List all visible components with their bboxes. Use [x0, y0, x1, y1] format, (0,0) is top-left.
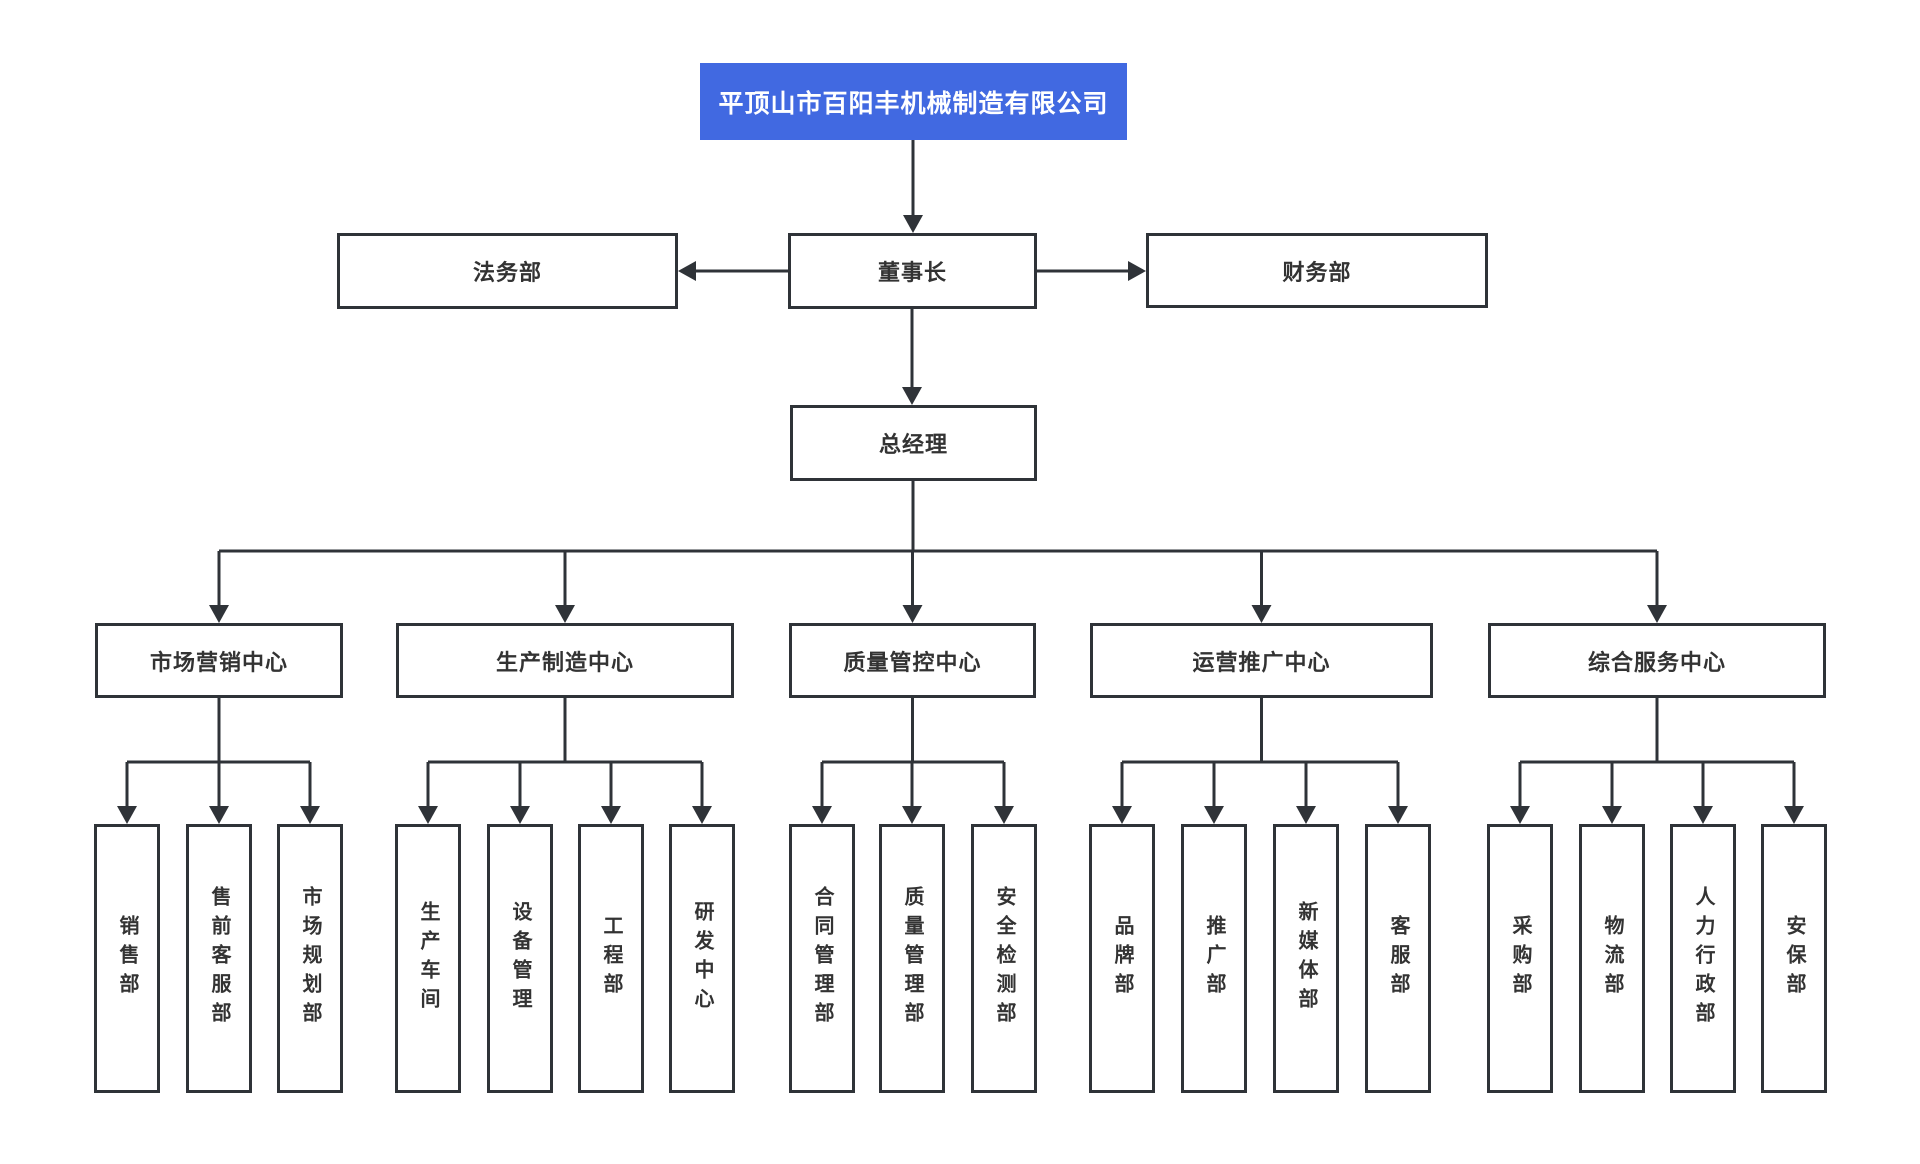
department-label: 人力行政部	[1692, 886, 1714, 1031]
org-node-legal-dept[interactable]: 法务部	[337, 233, 678, 309]
department-label: 安全检测部	[993, 886, 1015, 1031]
org-node-department[interactable]: 人力行政部	[1670, 824, 1736, 1093]
arrowhead-icon	[510, 806, 530, 824]
org-node-center[interactable]: 运营推广中心	[1090, 623, 1433, 698]
arrowhead-icon	[1693, 806, 1713, 824]
arrowhead-icon	[555, 605, 575, 623]
department-label: 品牌部	[1111, 915, 1133, 1002]
finance-dept-label: 财务部	[1282, 259, 1352, 285]
org-node-department[interactable]: 质量管理部	[879, 824, 945, 1093]
general-manager-label: 总经理	[878, 432, 948, 457]
arrowhead-icon	[692, 806, 712, 824]
org-node-department[interactable]: 推广部	[1181, 824, 1247, 1093]
org-node-general-manager[interactable]: 总经理	[790, 405, 1037, 481]
department-label: 研发中心	[691, 900, 713, 1017]
arrowhead-icon	[1204, 806, 1224, 824]
legal-dept-label: 法务部	[472, 260, 542, 285]
arrowhead-icon	[1112, 806, 1132, 824]
org-node-department[interactable]: 合同管理部	[789, 824, 855, 1093]
arrowhead-icon	[1251, 605, 1272, 623]
arrowhead-icon	[903, 215, 923, 233]
department-label: 推广部	[1203, 915, 1225, 1002]
arrowhead-icon	[1602, 806, 1622, 824]
department-label: 销售部	[116, 915, 138, 1002]
department-label: 售前客服部	[208, 886, 230, 1031]
department-label: 安保部	[1783, 915, 1805, 1002]
org-node-department[interactable]: 新媒体部	[1273, 824, 1339, 1093]
org-node-department[interactable]: 工程部	[578, 824, 644, 1093]
arrowhead-icon	[1128, 261, 1146, 281]
org-node-department[interactable]: 生产车间	[395, 824, 461, 1093]
org-node-center[interactable]: 生产制造中心	[396, 623, 734, 698]
department-label: 工程部	[600, 915, 622, 1002]
org-node-department[interactable]: 设备管理	[487, 824, 553, 1093]
arrowhead-icon	[812, 806, 832, 824]
arrowhead-icon	[601, 806, 621, 824]
org-node-company-root[interactable]: 平顶山市百阳丰机械制造有限公司	[700, 63, 1127, 140]
arrowhead-icon	[1510, 806, 1530, 824]
department-label: 物流部	[1601, 915, 1623, 1002]
arrowhead-icon	[300, 806, 320, 824]
center-label: 质量管控中心	[843, 649, 982, 675]
org-node-department[interactable]: 安保部	[1761, 824, 1827, 1093]
chairman-label: 董事长	[877, 260, 947, 285]
center-label: 运营推广中心	[1192, 649, 1331, 675]
arrowhead-icon	[994, 806, 1014, 824]
center-label: 生产制造中心	[495, 649, 634, 675]
arrowhead-icon	[902, 387, 922, 405]
org-node-department[interactable]: 采购部	[1487, 824, 1553, 1093]
org-node-finance-dept[interactable]: 财务部	[1146, 233, 1488, 308]
department-label: 新媒体部	[1295, 900, 1317, 1017]
arrowhead-icon	[902, 605, 923, 623]
org-node-center[interactable]: 质量管控中心	[789, 623, 1036, 698]
org-node-department[interactable]: 市场规划部	[277, 824, 343, 1093]
arrowhead-icon	[902, 806, 922, 824]
org-node-department[interactable]: 研发中心	[669, 824, 735, 1093]
org-node-department[interactable]: 物流部	[1579, 824, 1645, 1093]
org-node-center[interactable]: 市场营销中心	[95, 623, 343, 698]
org-node-department[interactable]: 安全检测部	[971, 824, 1037, 1093]
department-label: 采购部	[1509, 915, 1531, 1002]
org-node-department[interactable]: 销售部	[94, 824, 160, 1093]
company-root-label: 平顶山市百阳丰机械制造有限公司	[718, 89, 1109, 118]
arrowhead-icon	[418, 806, 438, 824]
center-label: 市场营销中心	[149, 649, 288, 675]
arrowhead-icon	[209, 605, 229, 623]
department-label: 客服部	[1387, 915, 1409, 1002]
arrowhead-icon	[117, 806, 137, 824]
department-label: 生产车间	[417, 900, 439, 1017]
department-label: 设备管理	[509, 900, 531, 1017]
arrowhead-icon	[678, 261, 696, 281]
center-label: 综合服务中心	[1587, 649, 1726, 675]
arrowhead-icon	[209, 806, 229, 824]
department-label: 质量管理部	[901, 886, 923, 1031]
org-node-department[interactable]: 客服部	[1365, 824, 1431, 1093]
org-node-center[interactable]: 综合服务中心	[1488, 623, 1826, 698]
department-label: 合同管理部	[811, 886, 833, 1031]
org-node-chairman[interactable]: 董事长	[788, 233, 1037, 309]
arrowhead-icon	[1296, 806, 1316, 824]
org-node-department[interactable]: 售前客服部	[186, 824, 252, 1093]
department-label: 市场规划部	[299, 886, 321, 1031]
org-node-department[interactable]: 品牌部	[1089, 824, 1155, 1093]
arrowhead-icon	[1647, 605, 1667, 623]
arrowhead-icon	[1388, 806, 1408, 824]
arrowhead-icon	[1784, 806, 1804, 824]
